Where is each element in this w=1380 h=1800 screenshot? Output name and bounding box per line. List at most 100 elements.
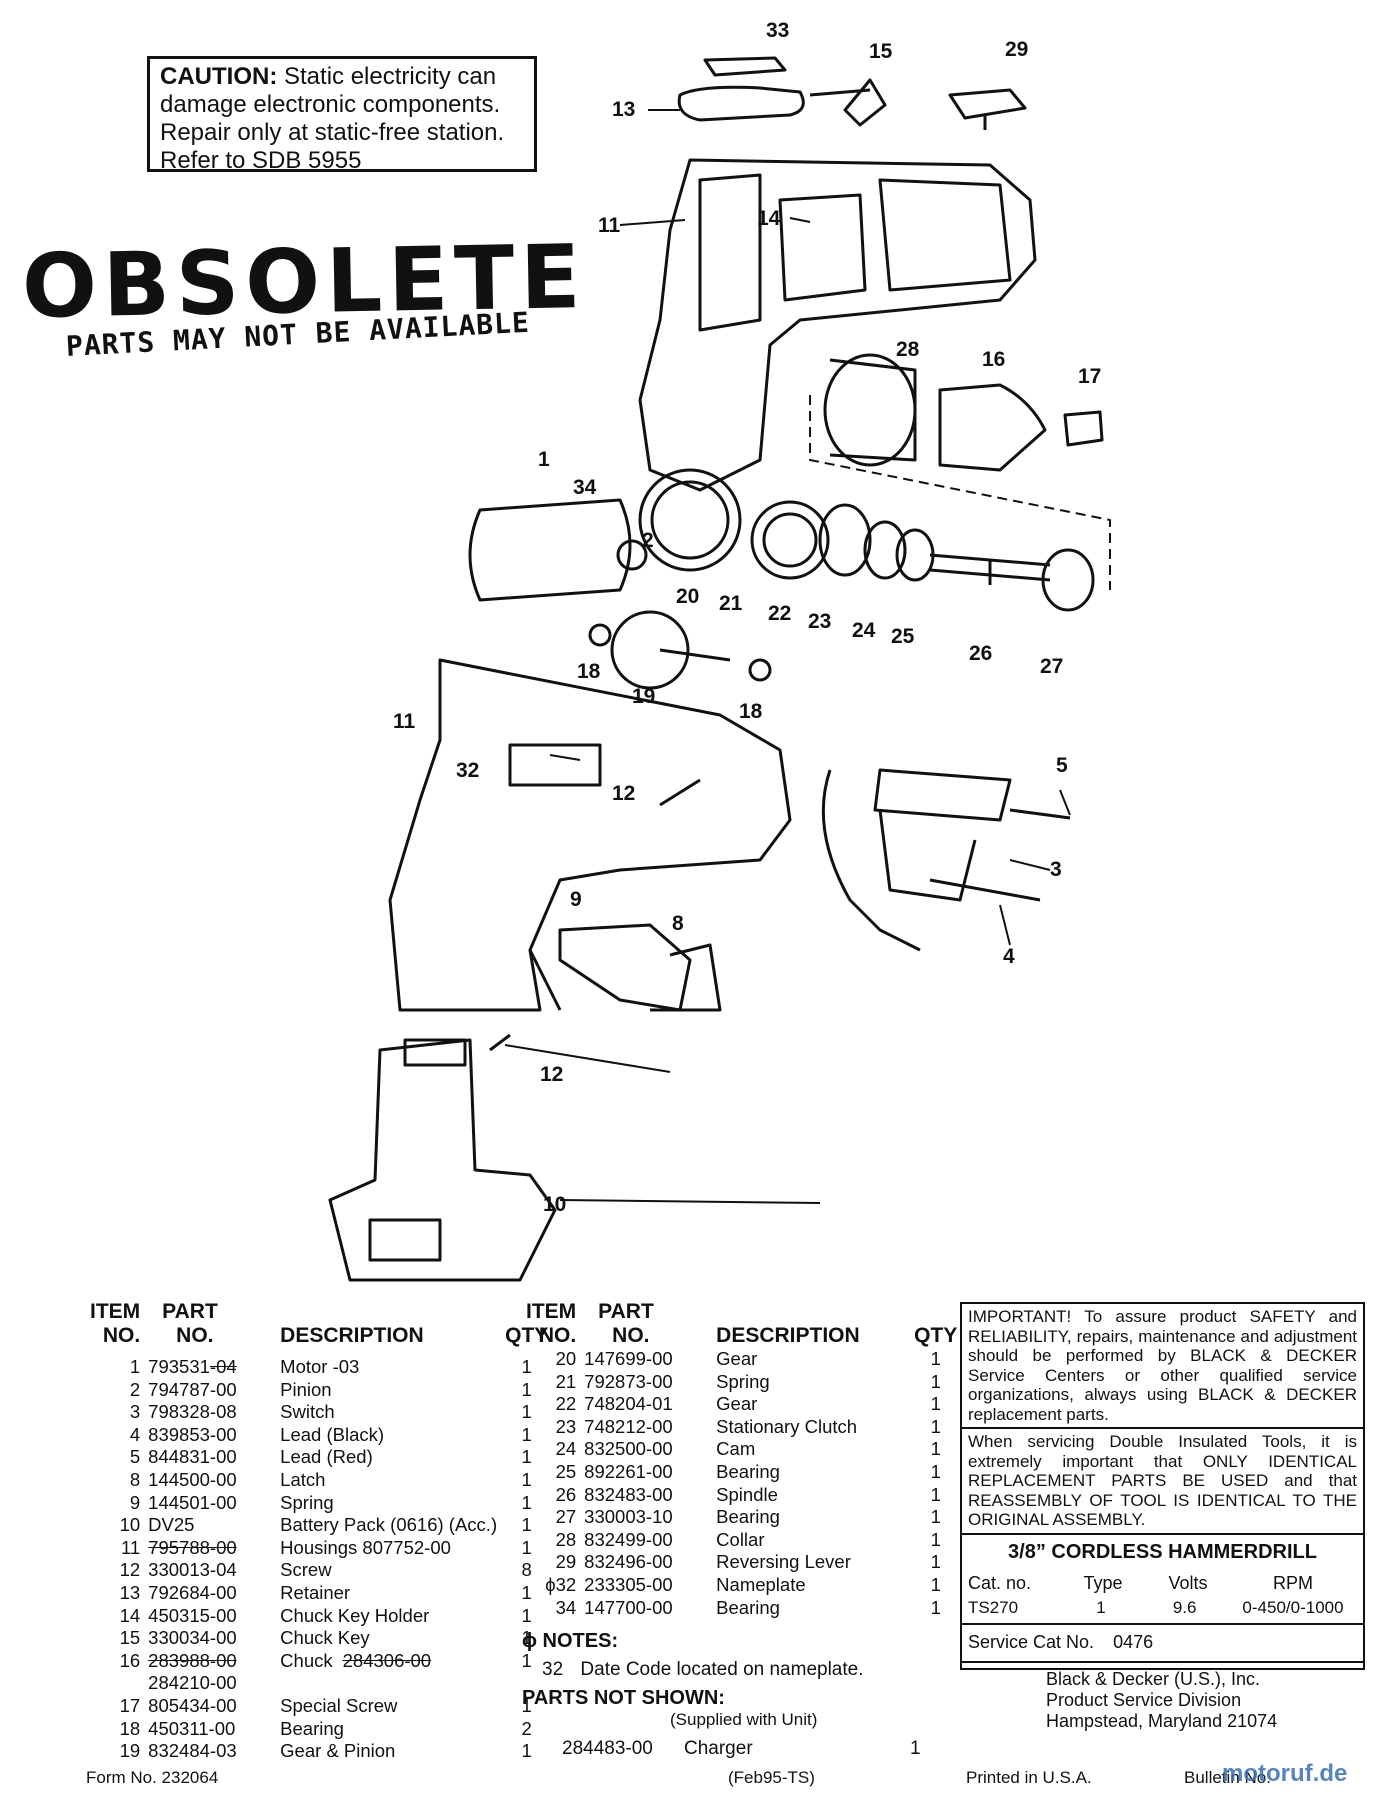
cell-qty: 2 [521, 1717, 532, 1739]
cell-item: 2 [129, 1378, 141, 1400]
cell-qty: 1 [930, 1415, 941, 1437]
callout-8: 8 [672, 912, 684, 935]
cell-desc: Reversing Lever [712, 1551, 910, 1574]
part-description: Lead (Red) [280, 1446, 373, 1468]
cell-item: 18 [119, 1717, 141, 1739]
cell-desc: Lead (Red) [276, 1446, 501, 1469]
cell-qty: 1 [930, 1348, 941, 1369]
callout-33: 33 [766, 19, 789, 42]
part-number: 330013-04 [148, 1559, 237, 1581]
cell-part: 839853-00 [144, 1424, 276, 1447]
callout-29: 29 [1005, 38, 1028, 61]
cell-item: 21 [555, 1370, 577, 1392]
callout-26: 26 [969, 642, 992, 665]
callout-9: 9 [570, 888, 582, 911]
spec-volts: 9.6 [1172, 1597, 1197, 1617]
cell-item: 28 [555, 1528, 577, 1550]
col-no-header: NO. [102, 1324, 141, 1347]
printed-in: Printed in U.S.A. [966, 1768, 1092, 1787]
callout-24: 24 [852, 619, 876, 642]
cell-part: 805434-00 [144, 1695, 276, 1718]
cell-item: 14 [119, 1604, 141, 1626]
cell-qty: 1 [930, 1438, 941, 1460]
cell-item: 12 [119, 1559, 141, 1581]
callout-2: 2 [642, 529, 654, 552]
cell-qty: 1 [930, 1596, 941, 1618]
switch-part [873, 768, 1012, 822]
callout-10: 10 [543, 1193, 566, 1216]
latch-part [650, 943, 722, 1012]
cell-part: 832483-00 [580, 1484, 712, 1507]
caution-label: CAUTION: [160, 63, 278, 90]
callout-18b: 18 [739, 700, 763, 723]
cell-desc: Gear & Pinion [276, 1740, 501, 1763]
cell-part: 792873-00 [580, 1371, 712, 1394]
service-cat-label: Service Cat No. [968, 1632, 1095, 1652]
callout-32: 32 [456, 759, 479, 782]
cell-part: 284210-00 [144, 1672, 276, 1695]
cell-item: 16 [119, 1649, 141, 1671]
part-description: Stationary Clutch [716, 1415, 858, 1437]
company-location: Hampstead, Maryland 21074 [1046, 1710, 1278, 1731]
part-number: 792873-00 [584, 1370, 673, 1392]
callout-14: 14 [757, 207, 781, 230]
cell-qty: 1 [930, 1393, 941, 1415]
part-number: 844831-00 [148, 1446, 237, 1468]
notes-heading: ϕ NOTES: [522, 1630, 619, 1652]
cell-qty: 1 [521, 1446, 532, 1468]
important-text-1: IMPORTANT! To assure product SAFETY and … [968, 1307, 1357, 1424]
cell-qty: 8 [521, 1559, 532, 1581]
part-number: 147700-00 [584, 1596, 673, 1618]
part-number: 144501-00 [148, 1491, 237, 1513]
cell-item: 5 [129, 1446, 141, 1468]
part-number: 748204-01 [584, 1393, 673, 1415]
part-description: Spring [716, 1370, 770, 1392]
cell-desc: Housings 807752-00 [276, 1537, 501, 1560]
part-description: Switch [280, 1401, 335, 1423]
bulletin-number: Bulletin No. [1184, 1768, 1271, 1787]
company-division: Product Service Division [1046, 1689, 1242, 1710]
cell-qty: 1 [521, 1401, 532, 1423]
cell-desc: Cam [712, 1438, 910, 1461]
important-info-box: IMPORTANT! To assure product SAFETY and … [960, 1302, 1365, 1731]
stationary-clutch-part [818, 503, 872, 577]
cell-part: 748204-01 [580, 1393, 712, 1416]
chuck-part [938, 383, 1047, 472]
col-desc-header-r: DESCRIPTION [716, 1324, 860, 1347]
cell-part: 147700-00 [580, 1597, 712, 1620]
gear-22-part [750, 500, 830, 580]
callout-13: 13 [612, 98, 635, 121]
cell-item: 19 [119, 1740, 141, 1762]
callout-34: 34 [573, 476, 597, 499]
cell-desc: Gear [712, 1393, 910, 1416]
important-safety-text: IMPORTANT! To assure product SAFETY and … [962, 1304, 1363, 1429]
cell-qty: 1 [930, 1551, 941, 1573]
charger-qty: 1 [910, 1738, 921, 1759]
part-description: Chuck Key Holder [280, 1604, 430, 1626]
col-part-header-r: PART [598, 1300, 654, 1323]
cell-item: 15 [119, 1627, 141, 1649]
caution-line-4: Refer to SDB 5955 [160, 147, 362, 174]
callout-23: 23 [808, 610, 831, 633]
cell-part: 792684-00 [144, 1582, 276, 1605]
cell-item: 13 [119, 1581, 141, 1603]
spec-header-rpm: RPM [1273, 1573, 1313, 1593]
cell-qty: 1 [930, 1573, 941, 1595]
cell-desc: Nameplate [712, 1574, 910, 1597]
cell-desc: Chuck Key Holder [276, 1605, 501, 1628]
part-number: 805434-00 [148, 1694, 237, 1716]
part-description: Chuck Key [280, 1627, 370, 1649]
cell-item: 29 [555, 1551, 577, 1573]
cell-desc: Special Screw [276, 1695, 501, 1718]
cell-qty: 1 [521, 1604, 532, 1626]
spec-cat-no: TS270 [968, 1597, 1019, 1617]
